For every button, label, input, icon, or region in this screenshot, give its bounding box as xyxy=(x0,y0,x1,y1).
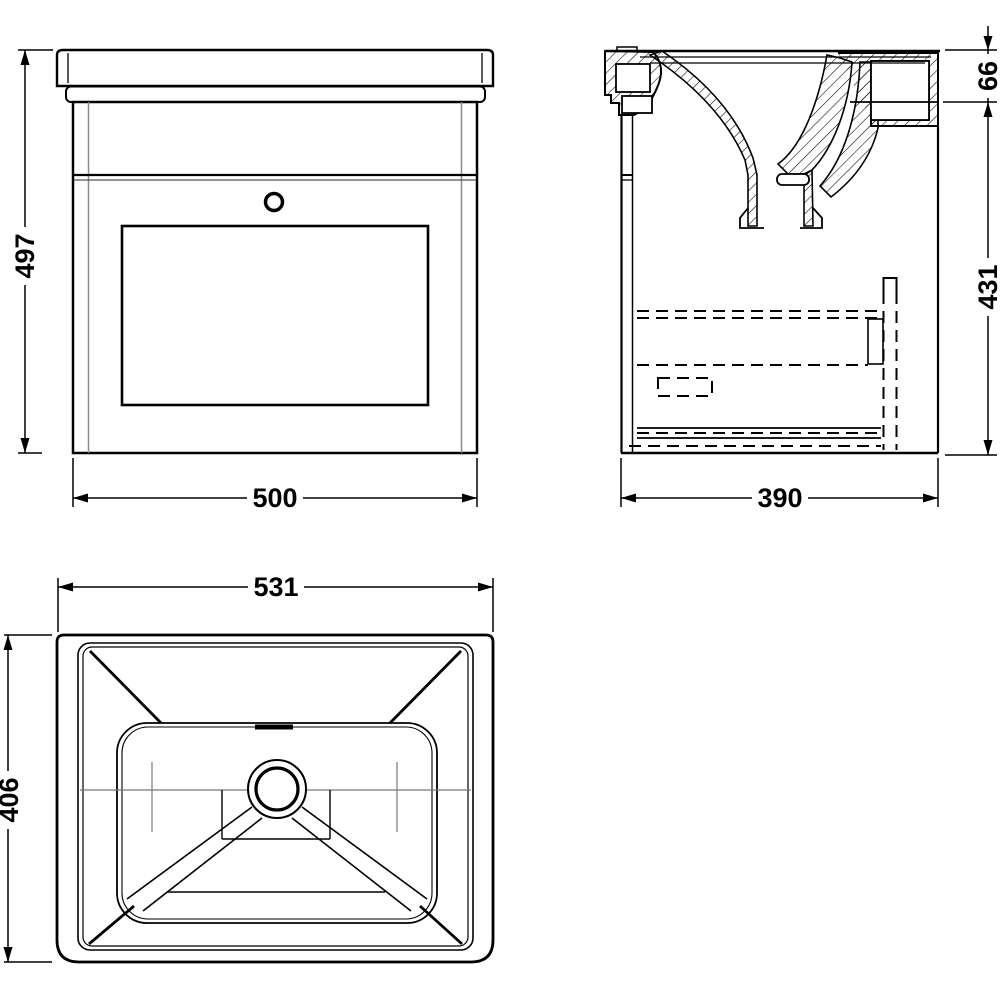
dim-top-width: 531 xyxy=(253,572,298,602)
bowl-wall-section xyxy=(648,50,758,227)
side-dim-cabinet-height xyxy=(945,102,1000,456)
basin-rim-outer xyxy=(77,642,474,951)
overflow-outlet xyxy=(776,173,810,186)
top-dim-width xyxy=(57,573,494,632)
basin-outer-edge xyxy=(55,633,495,964)
drain-inner xyxy=(254,766,300,812)
top-dim-depth xyxy=(0,634,52,963)
drain-outer xyxy=(247,759,307,819)
dim-side-basin-height: 66 xyxy=(973,61,1000,91)
basin-top-front xyxy=(55,48,495,88)
bowl-rim xyxy=(116,722,438,924)
overflow-slot xyxy=(255,724,293,730)
top-view xyxy=(55,633,495,964)
cabinet-front xyxy=(71,100,479,455)
side-dim-basin-height xyxy=(943,26,1000,103)
hidden-drawer-lines xyxy=(629,292,898,450)
dim-front-width: 500 xyxy=(252,483,297,513)
side-view xyxy=(604,46,940,455)
dim-top-depth: 406 xyxy=(0,777,24,822)
dim-front-height: 497 xyxy=(10,233,40,278)
front-view xyxy=(55,48,495,455)
dim-side-cabinet-height: 431 xyxy=(973,264,1000,309)
door-panel xyxy=(120,224,430,407)
front-dim-width xyxy=(72,458,478,512)
knob xyxy=(263,191,285,213)
dim-side-depth: 390 xyxy=(757,483,802,513)
front-dim-height xyxy=(11,49,53,454)
basin-moulding-band xyxy=(65,85,486,103)
side-dim-depth xyxy=(620,458,939,512)
